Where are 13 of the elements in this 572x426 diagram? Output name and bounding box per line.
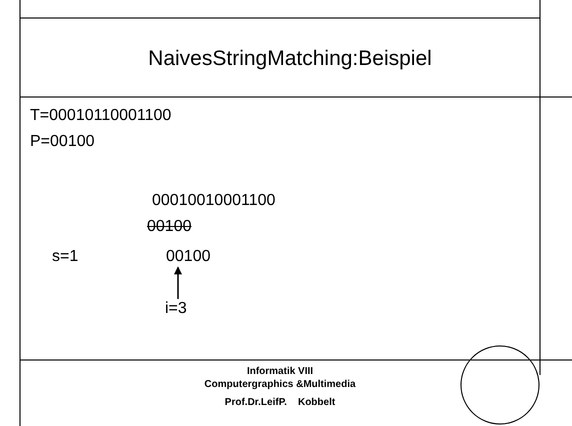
shift-label: s=1 [52,248,78,266]
department-name: Computergraphics &Multimedia [203,379,357,390]
slide-title: NaivesStringMatching:Beispiel [147,47,433,72]
circle-shape [460,346,540,424]
pattern-string: 00100 [166,248,210,266]
pattern-string: P=00100 [30,133,95,152]
text-string: T=00010110001100 [30,107,172,126]
author-name: Prof.Dr.LeifP. Kobbelt [224,397,336,408]
text-string: 00010010001100 [152,192,276,210]
index-label: i=3 [165,300,187,318]
pattern-string: 00100 [147,218,192,236]
arrow [174,266,182,299]
institute-name: Informatik VIII [246,366,314,378]
